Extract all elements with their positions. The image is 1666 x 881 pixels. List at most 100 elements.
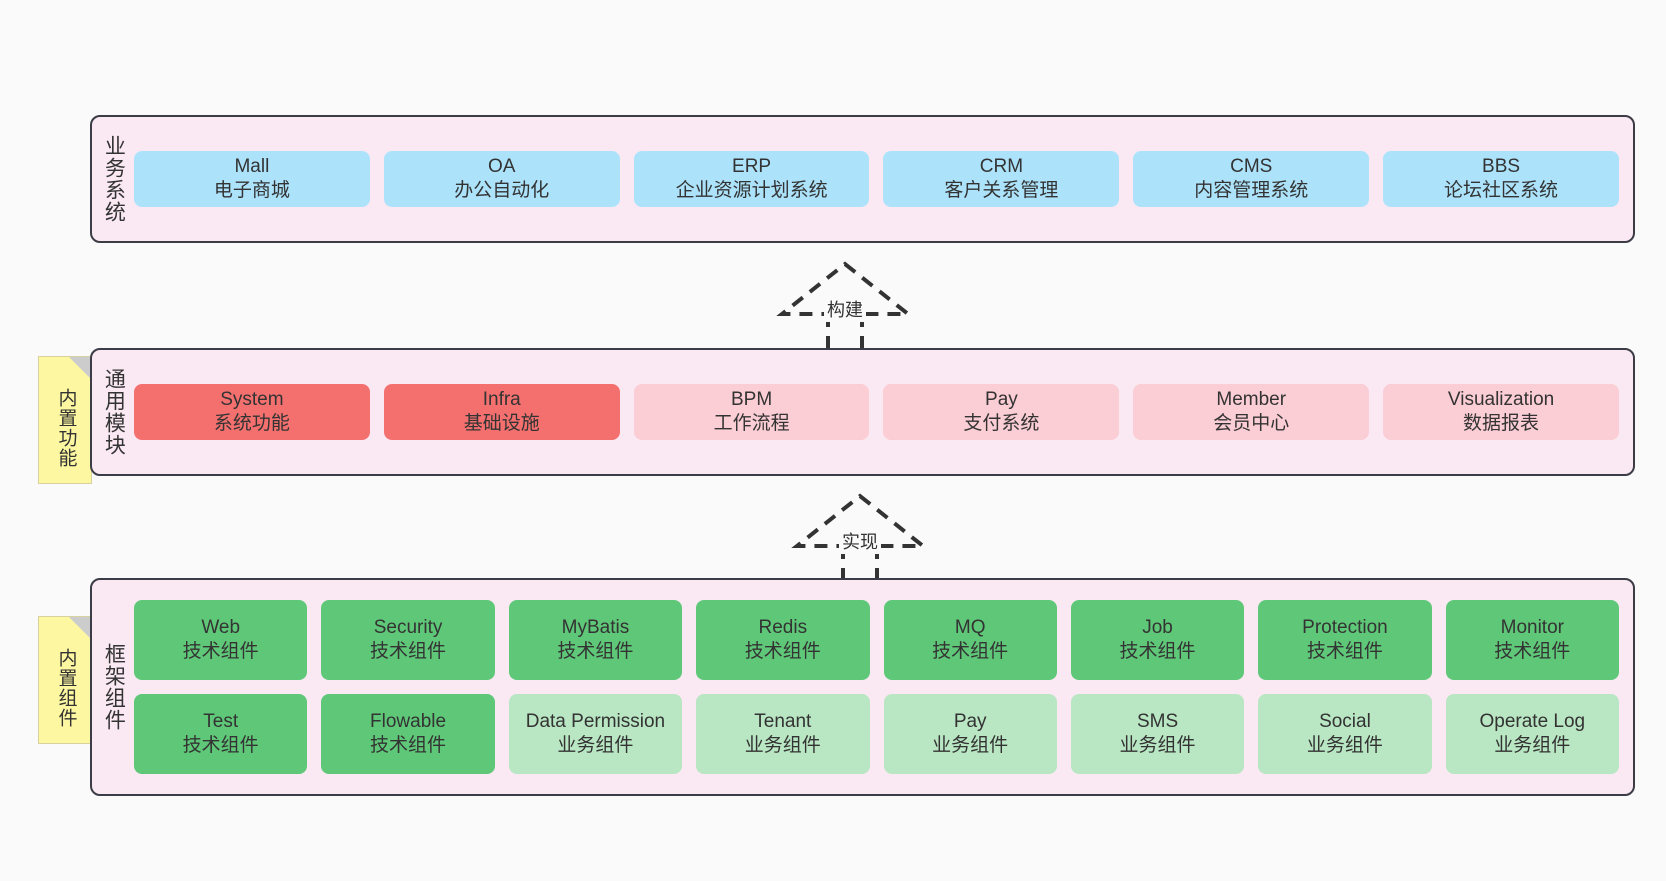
node-subtitle: 技术组件 [932, 641, 1009, 662]
node-title: BBS [1482, 155, 1521, 177]
node-member[interactable]: Member 会员中心 [1133, 383, 1370, 441]
node-subtitle: 内容管理系统 [1194, 180, 1309, 201]
node-crm[interactable]: CRM 客户关系管理 [883, 150, 1120, 208]
node-title: Security [373, 616, 443, 638]
node-oa[interactable]: OA 办公自动化 [383, 150, 620, 208]
node-bpm[interactable]: BPM 工作流程 [633, 383, 870, 441]
node-web[interactable]: Web 技术组件 [134, 600, 308, 680]
sticky-note-text: 内置功能 [55, 388, 77, 468]
node-subtitle: 会员中心 [1213, 413, 1290, 434]
node-subtitle: 业务组件 [932, 735, 1009, 756]
node-subtitle: 基础设施 [463, 413, 540, 434]
node-subtitle: 技术组件 [370, 641, 447, 662]
node-operate-log[interactable]: Operate Log 业务组件 [1445, 694, 1619, 774]
node-subtitle: 技术组件 [182, 735, 259, 756]
connector-build: 构建 [760, 258, 930, 358]
node-title: Mall [234, 155, 270, 177]
node-title: MQ [954, 616, 986, 638]
node-subtitle: 业务组件 [557, 735, 634, 756]
node-title: Flowable [370, 710, 447, 732]
sticky-note-builtin-functions: 内置功能 [38, 356, 92, 484]
node-subtitle: 支付系统 [963, 413, 1040, 434]
node-protection[interactable]: Protection 技术组件 [1258, 600, 1432, 680]
node-infra[interactable]: Infra 基础设施 [383, 383, 620, 441]
node-subtitle: 技术组件 [744, 641, 821, 662]
node-subtitle: 办公自动化 [454, 180, 550, 201]
node-title: Redis [758, 616, 808, 638]
node-row: Mall 电子商城 OA 办公自动化 ERP 企业资源计划系统 CRM 客户关系… [134, 150, 1619, 208]
node-subtitle: 企业资源计划系统 [675, 180, 828, 201]
node-title: Member [1216, 388, 1287, 410]
layer-body-framework-components: Web 技术组件 Security 技术组件 MyBatis 技术组件 Redi… [134, 580, 1633, 794]
node-subtitle: 技术组件 [182, 641, 259, 662]
node-row: Test 技术组件 Flowable 技术组件 Data Permission … [134, 694, 1619, 774]
node-row: System 系统功能 Infra 基础设施 BPM 工作流程 Pay 支付系统… [134, 383, 1619, 441]
node-title: Operate Log [1479, 710, 1586, 732]
node-subtitle: 技术组件 [370, 735, 447, 756]
node-title: Tenant [754, 710, 812, 732]
node-title: CMS [1230, 155, 1273, 177]
node-title: MyBatis [561, 616, 630, 638]
node-title: Visualization [1447, 388, 1555, 410]
node-title: Test [203, 710, 239, 732]
node-erp[interactable]: ERP 企业资源计划系统 [633, 150, 870, 208]
node-cms[interactable]: CMS 内容管理系统 [1133, 150, 1370, 208]
node-test[interactable]: Test 技术组件 [134, 694, 308, 774]
node-system[interactable]: System 系统功能 [134, 383, 370, 441]
layer-title-common-modules: 通用模块 [102, 368, 126, 456]
sticky-note-builtin-components: 内置组件 [38, 616, 92, 744]
node-title: Protection [1302, 616, 1388, 638]
node-social[interactable]: Social 业务组件 [1258, 694, 1432, 774]
node-subtitle: 业务组件 [1306, 735, 1383, 756]
node-security[interactable]: Security 技术组件 [321, 600, 495, 680]
node-pay[interactable]: Pay 支付系统 [883, 383, 1120, 441]
node-title: Job [1142, 616, 1173, 638]
node-row: Web 技术组件 Security 技术组件 MyBatis 技术组件 Redi… [134, 600, 1619, 680]
node-bbs[interactable]: BBS 论坛社区系统 [1383, 150, 1619, 208]
node-subtitle: 业务组件 [1119, 735, 1196, 756]
node-job[interactable]: Job 技术组件 [1070, 600, 1245, 680]
connector-label-implement: 实现 [839, 528, 881, 554]
node-subtitle: 电子商城 [213, 180, 290, 201]
layer-title-framework-components: 框架组件 [102, 643, 126, 731]
node-title: BPM [730, 388, 773, 410]
node-title: Social [1319, 710, 1371, 732]
node-subtitle: 系统功能 [213, 413, 290, 434]
node-data-permission[interactable]: Data Permission 业务组件 [508, 694, 683, 774]
sticky-note-text: 内置组件 [55, 648, 77, 728]
node-redis[interactable]: Redis 技术组件 [696, 600, 870, 680]
node-title: Web [201, 616, 241, 638]
layer-framework-components: 框架组件 Web 技术组件 Security 技术组件 MyBatis 技术组件… [90, 578, 1635, 796]
node-title: OA [488, 155, 516, 177]
node-monitor[interactable]: Monitor 技术组件 [1445, 600, 1619, 680]
node-subtitle: 客户关系管理 [944, 180, 1059, 201]
node-mq[interactable]: MQ 技术组件 [883, 600, 1057, 680]
layer-body-common-modules: System 系统功能 Infra 基础设施 BPM 工作流程 Pay 支付系统… [134, 350, 1633, 474]
layer-body-business-systems: Mall 电子商城 OA 办公自动化 ERP 企业资源计划系统 CRM 客户关系… [134, 117, 1633, 241]
node-mybatis[interactable]: MyBatis 技术组件 [508, 600, 683, 680]
node-title: Pay [985, 388, 1018, 410]
layer-title-business-systems: 业务系统 [102, 135, 126, 223]
node-mall[interactable]: Mall 电子商城 [134, 150, 370, 208]
node-title: SMS [1136, 710, 1179, 732]
node-title: Infra [482, 388, 521, 410]
node-flowable[interactable]: Flowable 技术组件 [321, 694, 495, 774]
node-sms[interactable]: SMS 业务组件 [1070, 694, 1245, 774]
node-title: ERP [732, 155, 772, 177]
node-title: CRM [979, 155, 1024, 177]
node-subtitle: 技术组件 [1494, 641, 1571, 662]
node-tenant[interactable]: Tenant 业务组件 [696, 694, 870, 774]
connector-implement: 实现 [775, 490, 945, 590]
node-subtitle: 技术组件 [1306, 641, 1383, 662]
node-subtitle: 数据报表 [1463, 413, 1540, 434]
node-subtitle: 业务组件 [1494, 735, 1571, 756]
node-subtitle: 业务组件 [744, 735, 821, 756]
page-fold-icon [69, 617, 91, 639]
node-subtitle: 论坛社区系统 [1444, 180, 1559, 201]
node-visualization[interactable]: Visualization 数据报表 [1383, 383, 1619, 441]
node-pay-business[interactable]: Pay 业务组件 [883, 694, 1057, 774]
node-title: Pay [953, 710, 987, 732]
layer-business-systems: 业务系统 Mall 电子商城 OA 办公自动化 ERP 企业资源计划系统 CRM… [90, 115, 1635, 243]
node-subtitle: 工作流程 [713, 413, 790, 434]
